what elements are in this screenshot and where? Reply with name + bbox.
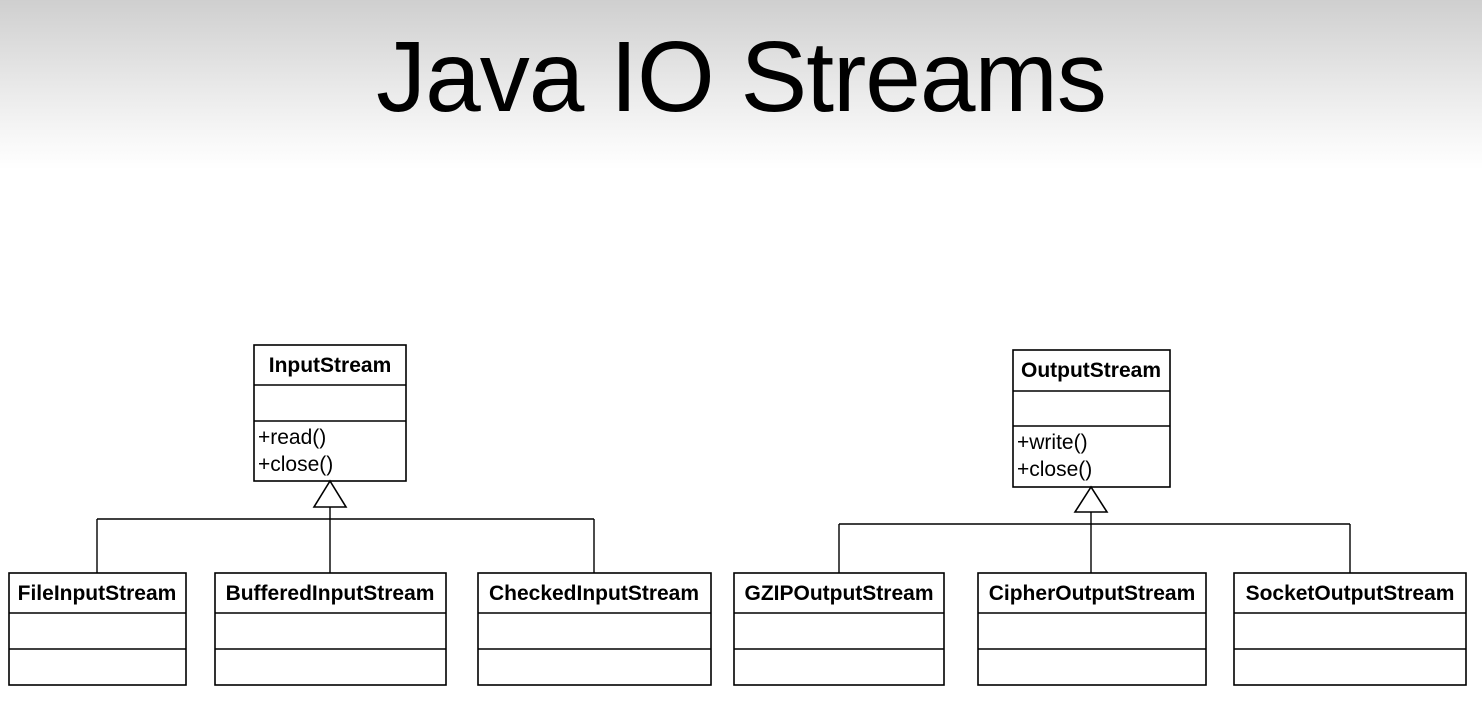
generalization-connector <box>96 479 595 573</box>
class-cipheroutputstream: CipherOutputStream <box>977 572 1207 686</box>
class-name: InputStream <box>269 354 392 377</box>
input-hierarchy: InputStream +read() +close() FileInputSt… <box>8 344 712 686</box>
output-hierarchy: OutputStream +write() +close() GZIPOutpu… <box>733 349 1467 686</box>
class-name: OutputStream <box>1021 359 1161 382</box>
class-name: SocketOutputStream <box>1246 582 1455 605</box>
class-name: CipherOutputStream <box>989 582 1196 605</box>
operation: +close() <box>258 453 333 476</box>
class-checkedinputstream: CheckedInputStream <box>477 572 712 686</box>
class-name: FileInputStream <box>18 582 177 605</box>
class-name: CheckedInputStream <box>489 582 699 605</box>
operation: +close() <box>1017 458 1092 481</box>
inheritance-arrow <box>1073 485 1109 513</box>
slide-title: Java IO Streams <box>376 21 1107 133</box>
class-inputstream: InputStream +read() +close() <box>253 344 407 482</box>
class-gzipoutputstream: GZIPOutputStream <box>733 572 945 686</box>
class-outputstream: OutputStream +write() +close() <box>1012 349 1171 488</box>
class-fileinputstream: FileInputStream <box>8 572 187 686</box>
class-name: GZIPOutputStream <box>744 582 933 605</box>
operation: +write() <box>1017 431 1088 454</box>
operation: +read() <box>258 426 326 449</box>
inheritance-arrow <box>312 479 348 508</box>
class-socketoutputstream: SocketOutputStream <box>1233 572 1467 686</box>
slide-header <box>0 0 1482 170</box>
generalization-connector <box>838 485 1351 573</box>
class-bufferedinputstream: BufferedInputStream <box>214 572 447 686</box>
class-name: BufferedInputStream <box>226 582 435 605</box>
